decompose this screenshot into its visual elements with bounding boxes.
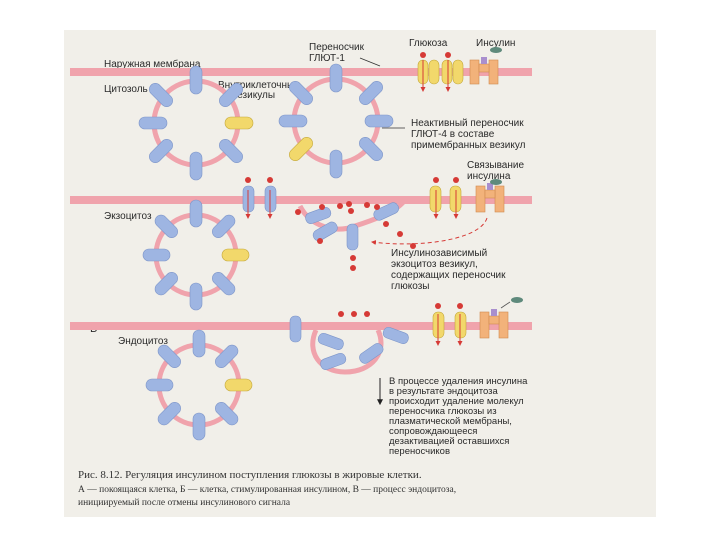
dependent-exocytosis-line2: экзоцитоз везикул, [391,259,478,270]
vesicles-label-line2: везикулы [232,90,275,101]
glut1-transporter-c [432,303,467,346]
removal-line7: дезактивацией оставшихся [389,436,509,447]
glut1-label-line2: ГЛЮТ-1 [309,53,345,64]
vesicle-b1 [142,199,250,311]
signal-arrow-dashed [371,217,488,245]
removal-line2: в результате эндоцитоза [389,386,499,397]
insulin-receptor [469,57,499,85]
vesicle-c1 [145,329,253,441]
removal-line3: происходит удаление молекул [389,396,524,407]
glucose-molecules [420,52,451,92]
insulin-binding-line1: Связывание [467,160,524,171]
vesicle-a1 [138,65,254,181]
insulin-release-line [500,301,511,309]
glucose-label: Глюкоза [409,38,448,49]
glut4-in-membrane-b [242,177,277,219]
insulin-label: Инсулин [476,38,515,49]
exocytosis-label: Экзоцитоз [104,211,152,222]
dependent-exocytosis-line3: содержащих переносчик [391,270,506,281]
insulin-molecule [490,47,502,53]
insulin-molecule-bound [490,179,502,185]
dependent-exocytosis-line1: Инсулинозависимый [391,248,487,259]
outer-membrane-label: Наружная мембрана [104,58,201,70]
panel-b: Б Экзоцитоз Связывание инсулина Инсулино… [70,160,532,311]
glut1-transporter-b [429,177,462,219]
inactive-glut4-line2: ГЛЮТ-4 в составе [411,129,495,140]
plasma-membrane [70,68,532,76]
insulin-molecule-released [511,297,523,303]
insulin-receptor-c [479,309,509,339]
removal-line8: переносчиков [389,446,450,457]
removal-line4: переносчика глюкозы из [389,406,497,417]
insulin-binding-line2: инсулина [467,171,511,182]
figure-caption-title: Рис. 8.12. Регуляция инсулином поступлен… [78,469,422,481]
inactive-glut4-line1: Неактивный переносчик [411,118,524,129]
insulin-receptor-b [475,179,505,213]
glut1-label-line1: Переносчик [309,42,365,53]
vesicle-a2 [278,63,394,179]
panel-c: В Эндоцитоз В процессе удаления инсулина… [70,297,532,457]
panel-a: А Наружная мембрана Цитозоль Внутриклето… [70,38,532,181]
removal-line6: сопровождающееся [389,426,477,437]
figure-caption-line3: инициируемый после отмены инсулинового с… [78,498,291,508]
removal-line5: плазматической мембраны, [389,416,512,427]
inactive-glut4-line3: примембранных везикул [411,139,526,151]
dependent-exocytosis-line4: глюкозы [391,281,429,292]
cytosol-label: Цитозоль [104,84,148,95]
budding-vesicle-c [289,311,409,375]
vesicles-label-line1: Внутриклеточные [218,80,300,91]
figure-caption-line2: А — покоящаяся клетка, Б — клетка, стиму… [78,485,457,495]
removal-line1: В процессе удаления инсулина [389,376,528,387]
glut1-pointer-line [359,57,381,67]
glut1-transporter [417,59,464,85]
endocytosis-label: Эндоцитоз [118,336,168,347]
plasma-membrane-b [70,196,532,204]
fusing-vesicle-b [295,198,416,271]
